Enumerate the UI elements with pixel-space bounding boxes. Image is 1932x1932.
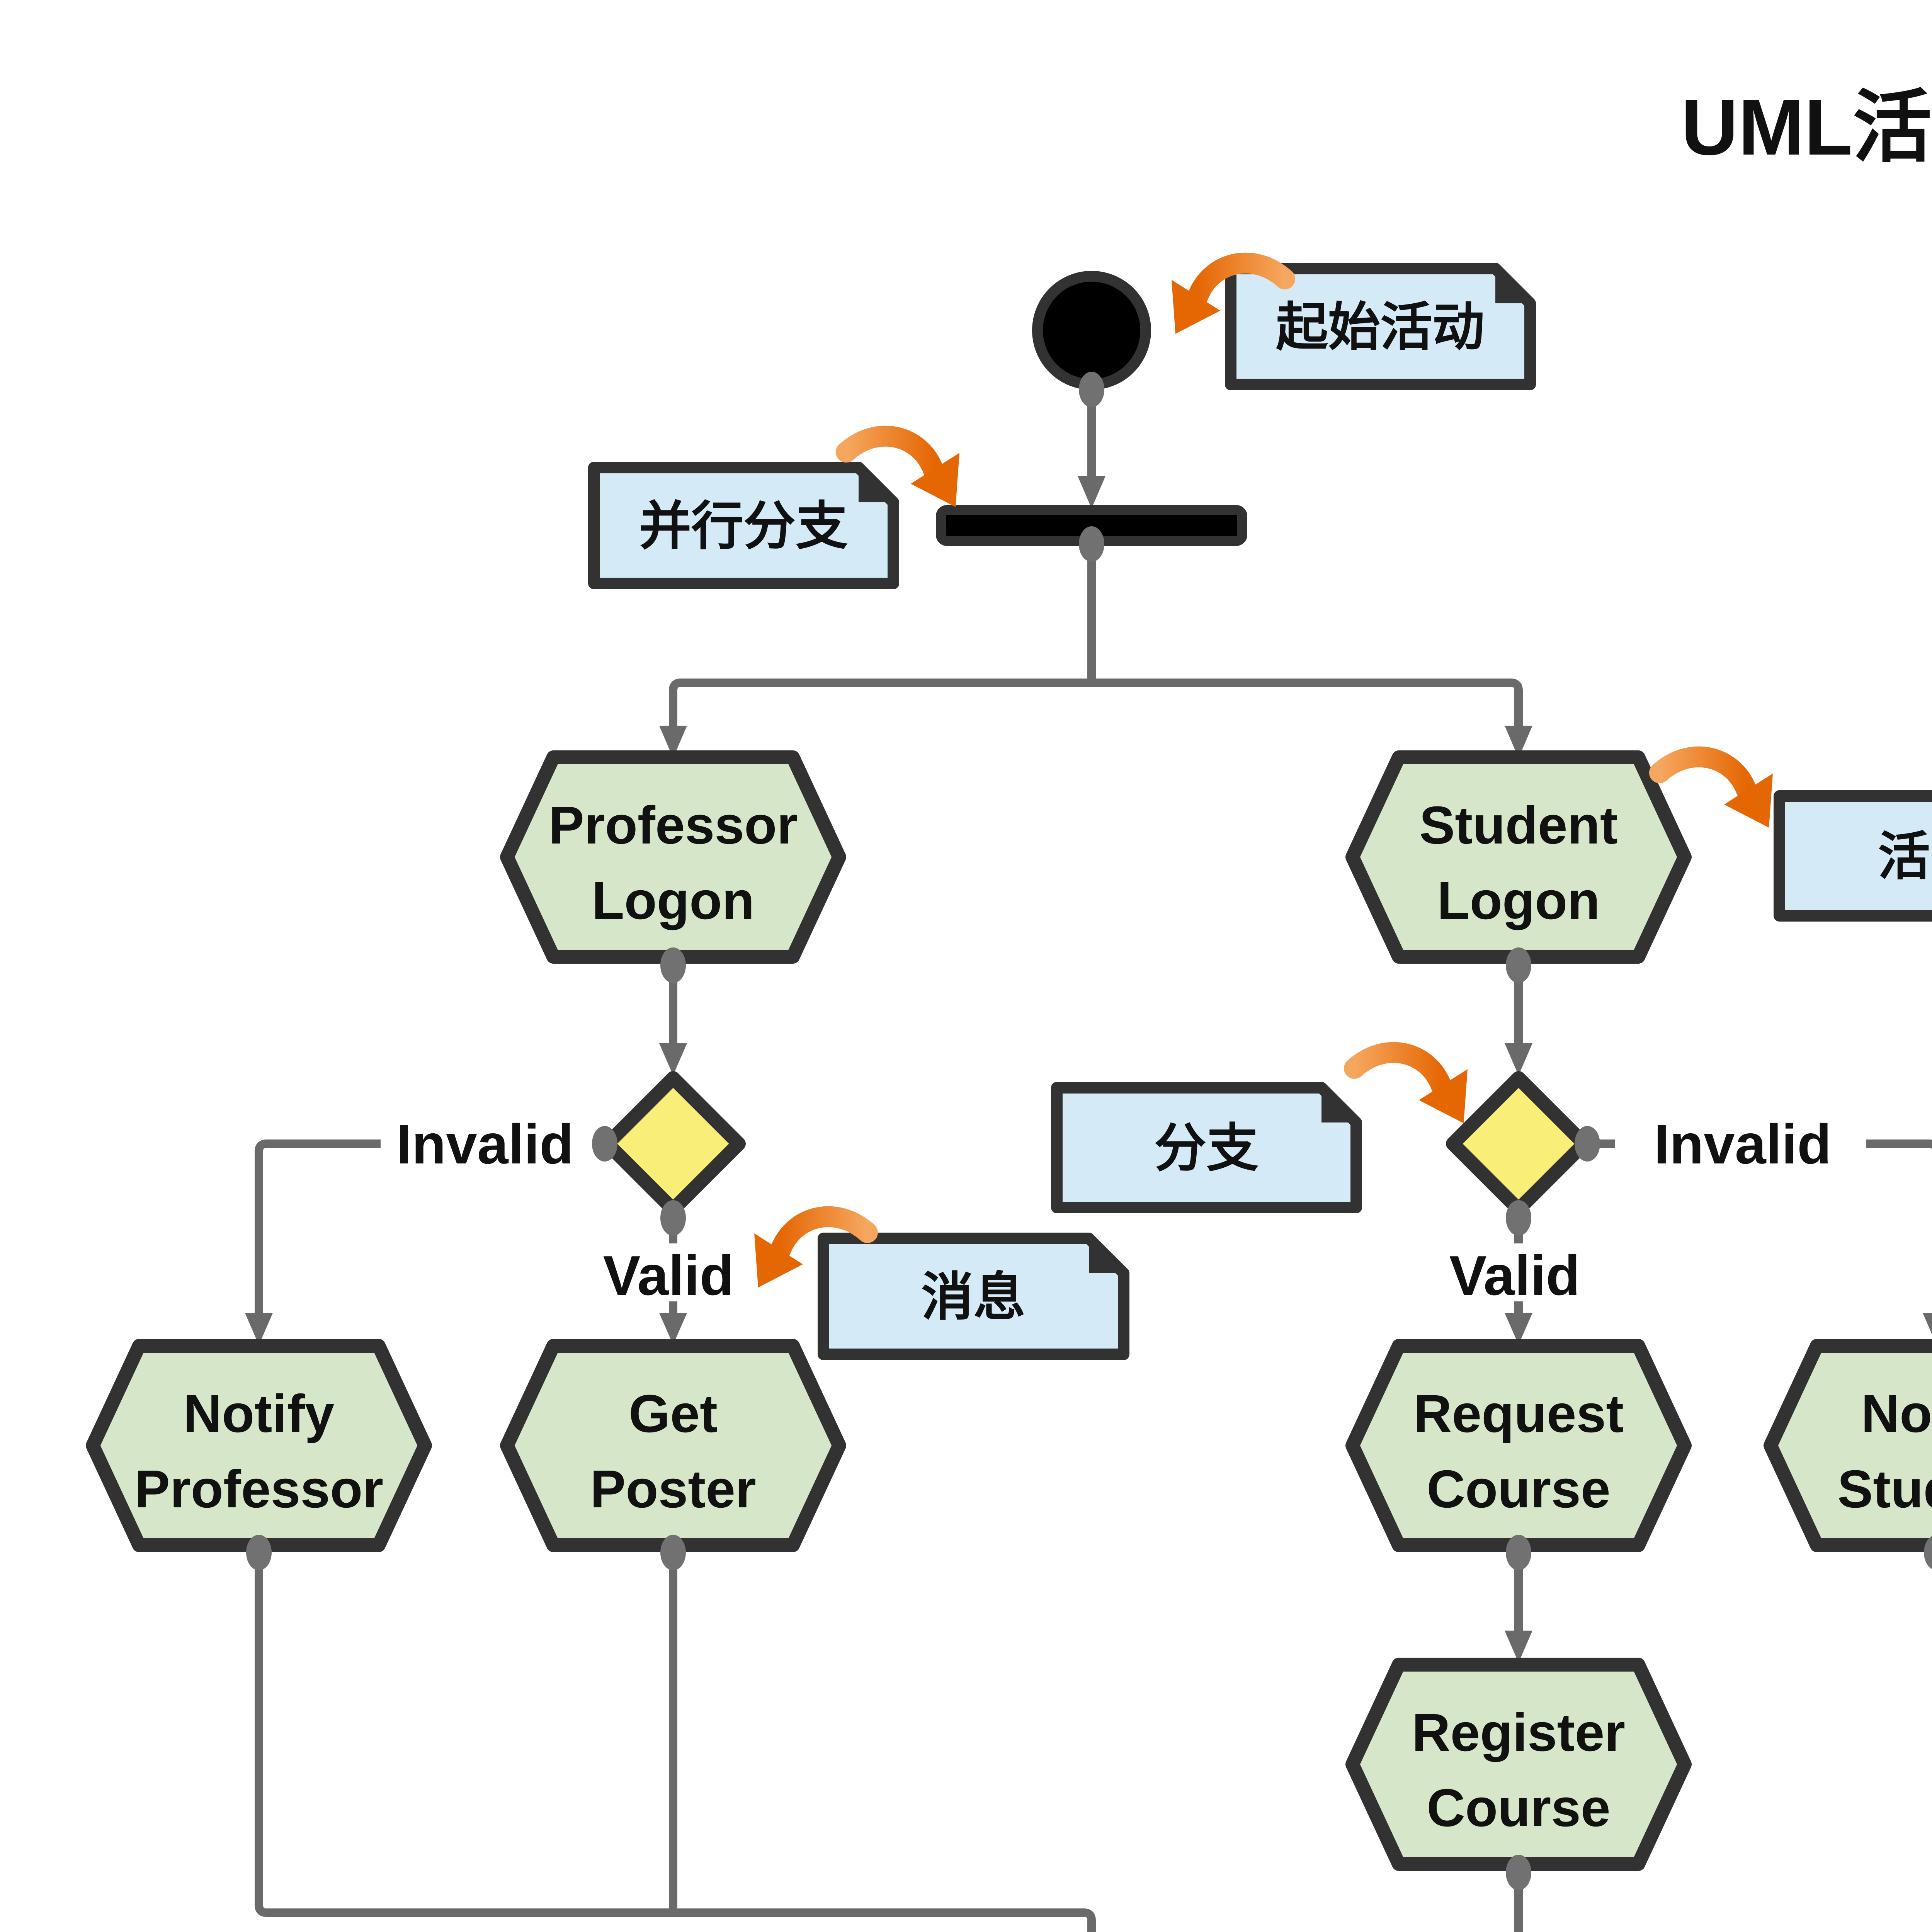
activity-student-logon [1345,750,1692,964]
register-course-label-1: Register [1412,1703,1625,1762]
notify-student-label-1: Notify [1861,1384,1932,1444]
student-logon-label-1: Student [1419,796,1618,855]
get-poster-label-2: Poster [590,1459,756,1519]
arrowhead-into-professor-logon [659,726,687,758]
get-poster-label-1: Get [629,1384,718,1444]
edge-fork-split [669,679,1523,726]
activity-nodes: Professor Logon Student Logon Notify Pro… [86,750,1932,1871]
connector-dots [246,372,1932,1890]
activity-get-poster [500,1339,846,1552]
note-fork-label: 并行分支 [639,497,848,555]
edges [245,389,1932,1932]
edge-invalid-right [1866,1139,1932,1150]
request-course-label-2: Course [1427,1459,1610,1519]
professor-logon-label-2: Logon [592,871,754,930]
arrowhead-into-fork [1078,476,1105,509]
note-fork-fold-icon [859,468,893,502]
request-course-label-1: Request [1413,1384,1624,1444]
arrowhead-into-right-decision [1505,1043,1532,1075]
student-logon-label-2: Logon [1437,871,1600,930]
notes: 起始活动 并行分支 活动 分支 消息 并行汇合 结束活动 [588,263,1932,1360]
note-message-label: 消息 [921,1268,1026,1326]
arrowhead-into-notify-professor [245,1313,273,1345]
note-message [818,1233,1129,1360]
guard-invalid-right: Invalid [1654,1113,1831,1175]
arrowhead-into-student-logon [1505,726,1532,758]
note-branch [1051,1082,1362,1213]
edge-invalid-left [255,1139,381,1314]
note-activity-label: 活动 [1878,827,1932,886]
guard-valid-left: Valid [603,1244,734,1307]
note-activity [1774,790,1932,922]
note-branch-fold-icon [1321,1088,1356,1122]
arrowhead-into-notify-student [1923,1313,1932,1335]
guard-invalid-left: Invalid [396,1113,573,1175]
register-course-label-2: Course [1427,1778,1610,1838]
notify-professor-label-1: Notify [184,1384,335,1444]
activity-notify-professor [86,1339,432,1552]
arrowhead-into-request-course [1505,1313,1532,1345]
arrowhead-into-register-course [1505,1631,1532,1663]
activity-register-course [1345,1658,1692,1871]
note-start-label: 起始活动 [1276,298,1485,356]
activity-request-course [1345,1339,1692,1552]
activity-professor-logon [500,750,846,964]
note-message-fold-icon [1089,1238,1124,1273]
page-title: UML活动图 [1681,83,1932,172]
arrowhead-into-left-decision [659,1043,687,1075]
notify-student-label-2: Student [1837,1459,1932,1519]
professor-logon-label-1: Professor [549,796,798,855]
arrowhead-into-get-poster [659,1313,687,1345]
guard-valid-right: Valid [1449,1244,1580,1307]
note-start [1225,263,1536,390]
note-branch-label: 分支 [1154,1119,1259,1177]
start-node [1032,271,1151,390]
note-start-fold-icon [1495,269,1530,303]
note-fork [588,462,899,589]
notify-professor-label-2: Professor [134,1459,383,1519]
activity-notify-student [1764,1339,1932,1552]
